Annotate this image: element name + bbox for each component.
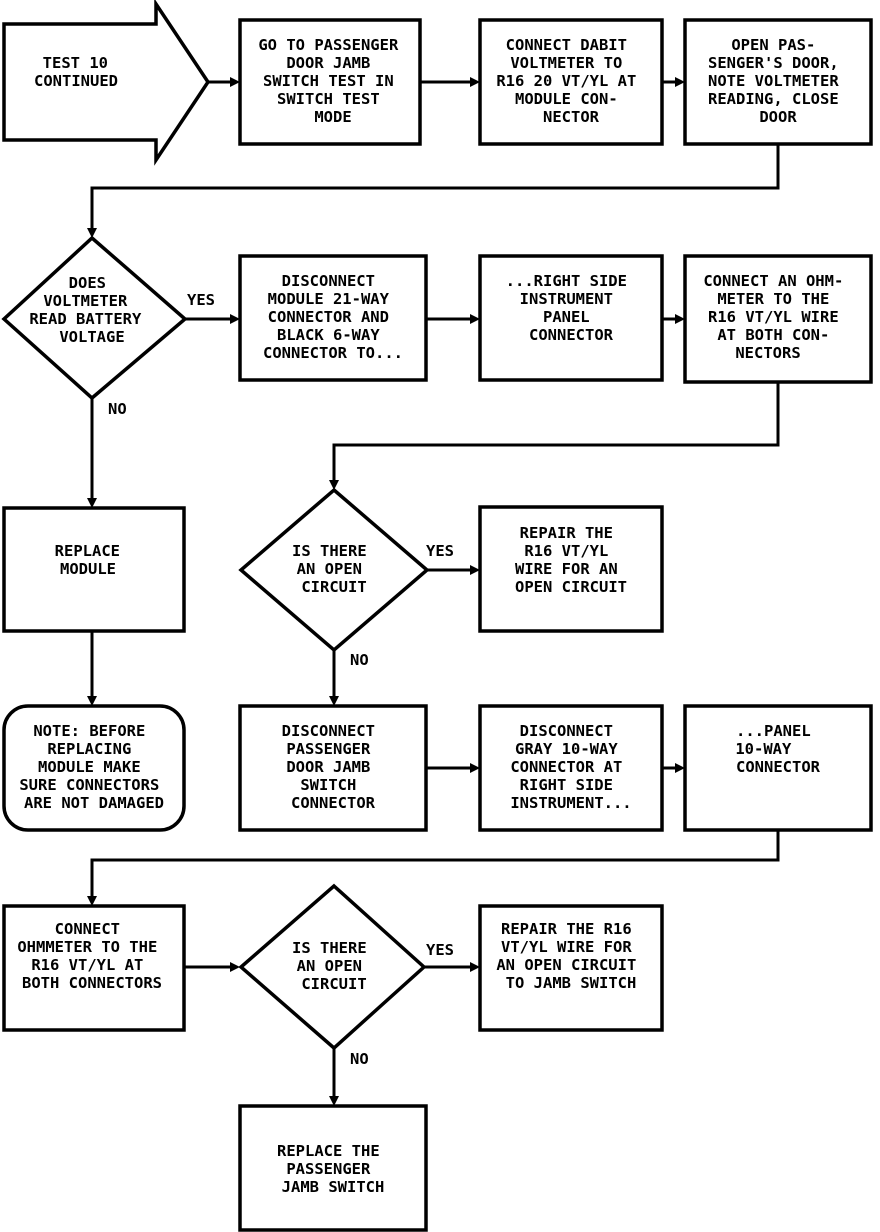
box-replace-module: REPLACE MODULE	[2, 506, 186, 633]
box-disconnect-gray-connector: DISCONNECT GRAY 10-WAY CONNECTOR AT RIGH…	[478, 704, 664, 832]
box-connect-voltmeter: CONNECT DABIT VOLTMETER TO R16 20 VT/YL …	[478, 18, 664, 146]
svg-text:CONNECT AN OHM- METER TO: CONNECT AN OHM- METER TO THE R16 VT/YL W…	[703, 272, 852, 362]
svg-text:DISCONNECT MODULE 21-WAY: DISCONNECT MODULE 21-WAY CONNECTOR AND B…	[263, 272, 403, 362]
box-repair-r16-wire: REPAIR THE R16 VT/YL WIRE FOR AN OPEN CI…	[478, 505, 664, 633]
box-disconnect-jamb-switch-connector: DISCONNECT PASSENGER DOOR JAMB SWITCH CO…	[238, 704, 428, 832]
yes-label-1: YES	[187, 291, 215, 309]
start-text: TEST 10 CONTINUED	[34, 54, 118, 90]
box-disconnect-module-connectors: DISCONNECT MODULE 21-WAY CONNECTOR AND B…	[238, 254, 428, 382]
svg-text:GO TO PASSENGER DOOR JAM: GO TO PASSENGER DOOR JAMB SWITCH TEST IN…	[258, 36, 407, 126]
note-before-replacing-module: NOTE: BEFORE REPLACING MODULE MAKE SURE …	[2, 704, 186, 832]
svg-text:IS THERE AN OPEN C: IS THERE AN OPEN CIRCUIT	[292, 542, 376, 596]
box-open-passenger-door: OPEN PAS- SENGER'S DOOR, NOTE VOLTMETER …	[683, 18, 873, 146]
arrow-heads	[87, 77, 685, 1106]
svg-text:DISCONNECT PASSENGER: DISCONNECT PASSENGER DOOR JAMB SWITCH CO…	[282, 722, 385, 812]
start-arrow: TEST 10 CONTINUED	[2, 0, 211, 166]
no-label-1: NO	[108, 400, 127, 418]
svg-text:CONNECT OHMMETER TO THE: CONNECT OHMMETER TO THE R16 VT/YL AT BOT…	[17, 920, 166, 992]
box-panel-10-way-connector: ...PANEL 10-WAY CONNECTOR	[683, 704, 873, 832]
no-label-2: NO	[350, 651, 369, 669]
yes-label-2: YES	[426, 542, 454, 560]
decision-open-circuit-2: IS THERE AN OPEN CIRCUIT	[238, 883, 427, 1051]
svg-text:...PANEL 10-WAY CO: ...PANEL 10-WAY CONNECTOR	[735, 722, 820, 776]
svg-text:REPLACE THE PASSENGER: REPLACE THE PASSENGER JAMB SWITCH	[277, 1142, 389, 1196]
svg-text:DISCONNECT GRAY 10-WAY: DISCONNECT GRAY 10-WAY CONNECTOR AT RIGH…	[510, 722, 631, 812]
svg-text:DOES VOLTMETER REA: DOES VOLTMETER READ BATTERY VOLTAGE	[29, 274, 150, 346]
svg-text:CONNECT DABIT VOLTMETER: CONNECT DABIT VOLTMETER TO R16 20 VT/YL …	[496, 36, 645, 126]
svg-text:OPEN PAS- SENGER'S DOOR,: OPEN PAS- SENGER'S DOOR, NOTE VOLTMETER …	[708, 36, 848, 126]
svg-text:REPLACE MODULE: REPLACE MODULE	[55, 542, 130, 578]
box-replace-jamb-switch: REPLACE THE PASSENGER JAMB SWITCH	[238, 1104, 428, 1232]
decision-open-circuit-1: IS THERE AN OPEN CIRCUIT	[238, 487, 430, 653]
svg-text:...RIGHT SIDE INSTRUMENT: ...RIGHT SIDE INSTRUMENT PANEL CONNECTOR	[506, 272, 637, 344]
yes-label-3: YES	[426, 941, 454, 959]
svg-text:REPAIR THE R16 VT/YL: REPAIR THE R16 VT/YL WIRE FOR AN OPEN CI…	[515, 524, 627, 596]
box-repair-r16-to-jamb-switch: REPAIR THE R16 VT/YL WIRE FOR AN OPEN CI…	[478, 904, 664, 1032]
svg-text:IS THERE AN OPEN C: IS THERE AN OPEN CIRCUIT	[292, 939, 376, 993]
no-label-3: NO	[350, 1050, 369, 1068]
svg-text:REPAIR THE R16 VT/YL WIR: REPAIR THE R16 VT/YL WIRE FOR AN OPEN CI…	[496, 920, 645, 992]
decision-battery-voltage: DOES VOLTMETER READ BATTERY VOLTAGE	[1, 235, 188, 401]
svg-text:NOTE: BEFORE REPLACING: NOTE: BEFORE REPLACING MODULE MAKE SURE …	[19, 722, 168, 812]
box-connect-ohmmeter: CONNECT AN OHM- METER TO THE R16 VT/YL W…	[683, 254, 873, 384]
box-go-to-jamb-switch-test: GO TO PASSENGER DOOR JAMB SWITCH TEST IN…	[238, 18, 422, 146]
box-connect-ohmmeter-both: CONNECT OHMMETER TO THE R16 VT/YL AT BOT…	[2, 904, 186, 1032]
box-right-side-panel-connector: ...RIGHT SIDE INSTRUMENT PANEL CONNECTOR	[478, 254, 664, 382]
connectors	[90, 80, 780, 1098]
